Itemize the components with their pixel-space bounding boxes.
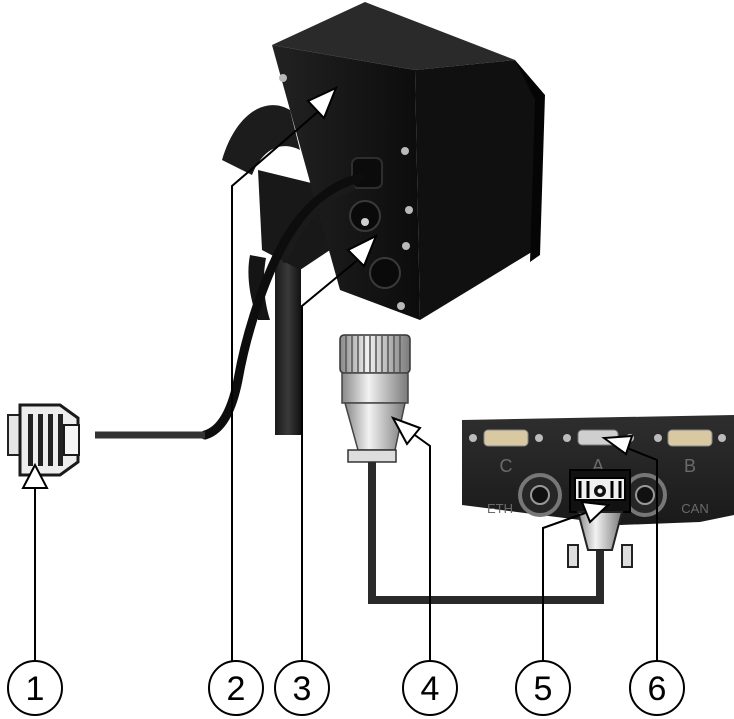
leader-line-6 bbox=[621, 445, 658, 668]
screw bbox=[401, 147, 409, 155]
cable-line-4-5 bbox=[368, 462, 604, 604]
can-label: CAN bbox=[681, 501, 708, 516]
mount-bracket bbox=[222, 105, 300, 175]
arrow-head-1 bbox=[21, 462, 49, 489]
port-b bbox=[654, 429, 726, 447]
callout-2-label: 2 bbox=[227, 670, 246, 708]
back-connector bbox=[369, 257, 401, 289]
screw bbox=[279, 74, 287, 82]
eth-label: ETH bbox=[487, 501, 513, 516]
callout-2: 2 bbox=[208, 660, 264, 716]
screw bbox=[397, 302, 405, 310]
callout-5: 5 bbox=[515, 660, 571, 716]
callout-4: 4 bbox=[402, 660, 458, 716]
terminal-cable-2 bbox=[282, 185, 355, 263]
leader-line-2 bbox=[231, 109, 321, 668]
mount-pole bbox=[275, 250, 301, 435]
arrow-head-5 bbox=[580, 500, 611, 524]
connector-1-plug bbox=[7, 403, 80, 477]
port-c bbox=[469, 429, 543, 447]
screw bbox=[402, 242, 410, 250]
callout-3: 3 bbox=[274, 660, 330, 716]
callout-6: 6 bbox=[629, 660, 685, 716]
arrow-head-4 bbox=[390, 416, 422, 446]
connector-4-plug bbox=[339, 334, 411, 463]
callout-1-label: 1 bbox=[26, 670, 45, 708]
leader-line-3 bbox=[301, 257, 361, 668]
leader-line-4 bbox=[411, 432, 431, 668]
callout-6-label: 6 bbox=[648, 670, 667, 708]
terminal-cable bbox=[200, 173, 365, 440]
callouts: 1 2 3 4 5 6 bbox=[7, 660, 685, 716]
callout-3-label: 3 bbox=[293, 670, 312, 708]
callout-1: 1 bbox=[7, 660, 63, 716]
port-c-label: C bbox=[500, 456, 513, 476]
back-connector bbox=[349, 200, 381, 232]
leader-line-5 bbox=[542, 511, 589, 668]
screw bbox=[405, 206, 413, 214]
port-b-label: B bbox=[684, 456, 696, 476]
callout-4-label: 4 bbox=[421, 670, 440, 708]
leader-lines bbox=[21, 86, 658, 668]
arrow-head-3 bbox=[346, 233, 378, 268]
arrow-head-6 bbox=[601, 434, 634, 456]
callout-5-label: 5 bbox=[534, 670, 553, 708]
arrow-head-2 bbox=[306, 86, 338, 120]
